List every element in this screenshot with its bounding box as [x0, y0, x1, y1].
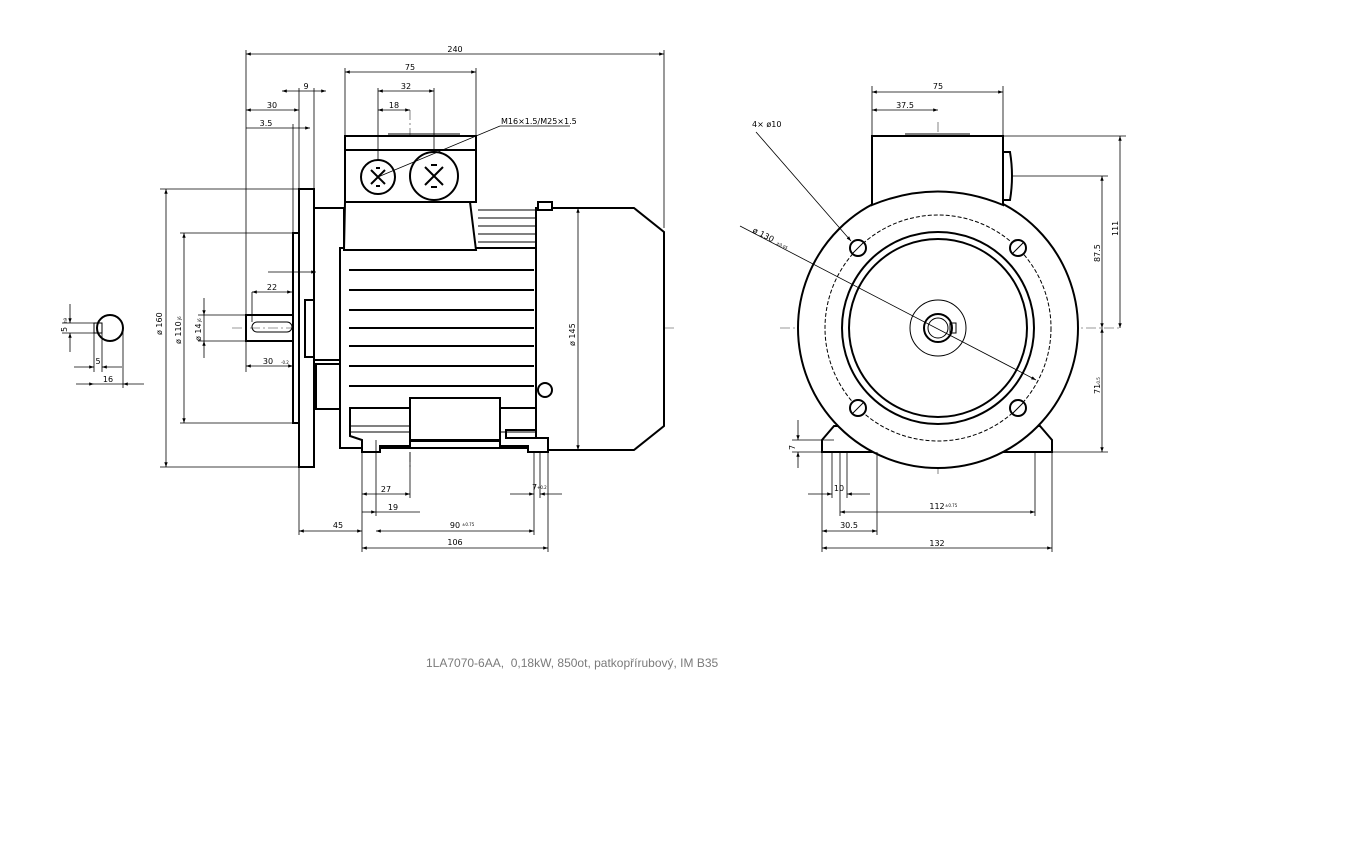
dim-pcd: ø 130 — [751, 226, 775, 244]
dim-key-height: 5 — [60, 327, 69, 332]
dim-height-total: 111 — [1111, 221, 1120, 236]
dim-foot-offset: 27 — [381, 485, 391, 494]
dim-shaft-height-tol: -0.5 — [1096, 377, 1101, 385]
dim-box-half: 37.5 — [896, 101, 914, 110]
dim-foot-hole-spacing: 90 — [450, 521, 460, 530]
dim-flange-offset: 30 — [267, 101, 277, 110]
side-view: 240 75 32 18 M16×1.5/M25×1.5 9 30 3.5 — [155, 45, 676, 552]
dim-foot-width: 132 — [929, 539, 944, 548]
dim-box-width: 75 — [933, 82, 943, 91]
dim-height-box: 87.5 — [1093, 244, 1102, 262]
dim-flange-diameter: ø 160 — [155, 312, 164, 335]
front-view: 75 37.5 4× ø10 ø 130 ±0.05 111 87.5 71 -… — [739, 82, 1126, 552]
front-terminal-box — [871, 133, 1013, 207]
dim-key-width: 5 — [95, 357, 100, 366]
dim-shaft-width: 16 — [103, 375, 113, 384]
dim-spigot-depth: 3.5 — [260, 119, 273, 128]
side-dimensions: 240 75 32 18 M16×1.5/M25×1.5 9 30 3.5 — [155, 45, 665, 552]
terminal-box — [342, 133, 478, 251]
dim-holes: 4× ø10 — [752, 120, 781, 129]
fan-cowl — [535, 201, 665, 451]
dim-spigot-diameter: ø 110 — [174, 321, 183, 344]
mounting-feet — [349, 397, 549, 453]
dim-shaft-length-tol: -0.2 — [281, 360, 289, 365]
dim-flange-thickness: 9 — [303, 82, 308, 91]
dim-spigot-tol: j6 — [177, 316, 182, 321]
dim-terminal-box-width: 75 — [405, 63, 415, 72]
dim-shaft-tol: j6 — [197, 318, 202, 323]
dim-foot-thickness: 7 — [788, 445, 797, 450]
dim-foot-hole-tol: +0.2 — [537, 485, 547, 490]
shaft-end-section: 5 h9 5 16 — [60, 304, 144, 388]
dim-foot-hole-spacing-tol: ±0.75 — [462, 522, 475, 527]
dim-foot-hole: 10 — [834, 484, 844, 493]
dim-shaft-height: 71 — [1093, 384, 1102, 394]
drawing-caption: 1LA7070-6AA, 0,18kW, 850ot, patkopřírubo… — [426, 656, 719, 670]
cable-gland-large — [409, 151, 459, 201]
dim-foot-spacing-tol: ±0.75 — [945, 503, 958, 508]
front-flange-outline — [797, 187, 1079, 469]
dim-foot-hole-dia: 7 — [532, 483, 537, 492]
front-pcd-circle — [824, 214, 1052, 442]
dim-key-length: 22 — [267, 283, 277, 292]
dim-foot-edge: 30.5 — [840, 521, 858, 530]
dim-body-diameter: ø 145 — [568, 323, 577, 346]
dim-foot-length: 106 — [447, 538, 462, 547]
flange-bolt-holes — [849, 239, 1027, 417]
dim-pcd-tol: ±0.05 — [776, 240, 790, 250]
dim-shaft-length: 30 — [263, 357, 273, 366]
dim-gland-thread: M16×1.5/M25×1.5 — [501, 117, 577, 126]
dim-gland-spacing: 32 — [401, 82, 411, 91]
dim-overall-length: 240 — [447, 45, 462, 54]
dim-shaft-diameter: ø 14 — [194, 323, 203, 341]
dim-flange-to-foot: 45 — [333, 521, 343, 530]
dim-foot-hole-offset: 19 — [388, 503, 398, 512]
dim-gland-offset: 18 — [389, 101, 399, 110]
dim-foot-spacing: 112 — [929, 502, 944, 511]
dim-key-height-tol: h9 — [63, 317, 68, 323]
